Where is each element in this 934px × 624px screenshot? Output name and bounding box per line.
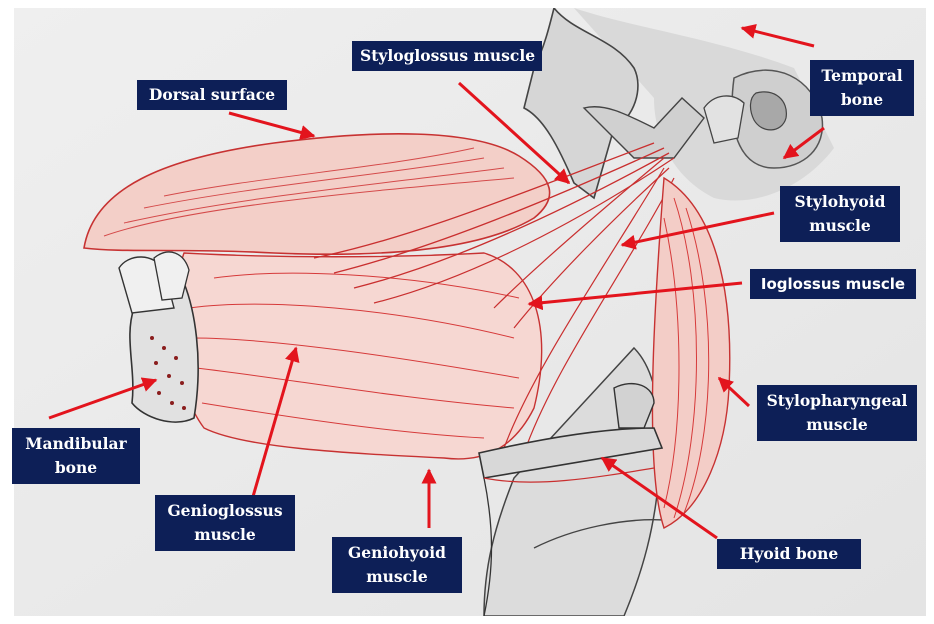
label-stylopharyngeal-line1: Stylopharyngeal [765,389,909,413]
label-ioglossus-text: Ioglossus muscle [761,275,905,293]
label-mandibular-line1: Mandibular [20,432,132,456]
label-geniohyoid-line2: muscle [340,565,454,589]
label-genioglossus: Genioglossus muscle [155,495,295,551]
label-genioglossus-line1: Genioglossus [163,499,287,523]
label-hyoid: Hyoid bone [717,539,861,569]
label-geniohyoid-line1: Geniohyoid [340,541,454,565]
label-styloglossus: Styloglossus muscle [352,41,542,71]
label-hyoid-text: Hyoid bone [740,544,838,563]
label-mandibular-line2: bone [20,456,132,480]
label-ioglossus: Ioglossus muscle [750,269,916,299]
label-temporal-line2: bone [818,88,906,112]
label-stylopharyngeal: Stylopharyngeal muscle [757,385,917,441]
label-genioglossus-line2: muscle [163,523,287,547]
label-stylohyoid-line2: muscle [788,214,892,238]
label-dorsal-surface: Dorsal surface [137,80,287,110]
label-stylohyoid: Stylohyoid muscle [780,186,900,242]
label-dorsal-surface-text: Dorsal surface [149,85,275,104]
label-stylohyoid-line1: Stylohyoid [788,190,892,214]
label-stylopharyngeal-line2: muscle [765,413,909,437]
label-temporal-line1: Temporal [818,64,906,88]
label-mandibular: Mandibular bone [12,428,140,484]
label-styloglossus-text: Styloglossus muscle [360,46,535,65]
label-temporal-bone: Temporal bone [810,60,914,116]
label-geniohyoid: Geniohyoid muscle [332,537,462,593]
